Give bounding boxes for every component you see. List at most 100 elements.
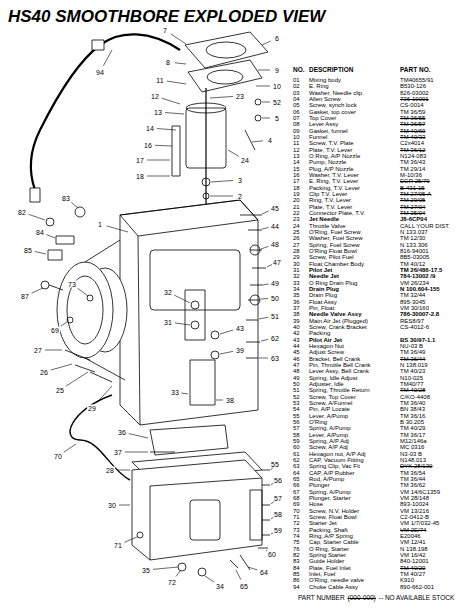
part-number: TM 36/55	[400, 115, 425, 121]
callout-number: 45	[270, 205, 280, 212]
callout-number: 65	[239, 583, 249, 590]
part-number: TM 36/44	[400, 476, 425, 482]
item-number: 26	[293, 235, 300, 241]
part-number: NU-03 B	[400, 343, 423, 349]
callout-number: 7	[162, 27, 168, 34]
part-description: Spring Starter	[309, 552, 346, 558]
leader-line	[210, 196, 233, 197]
part-description: Float Assy	[309, 299, 337, 305]
callout-number: 55	[270, 461, 280, 468]
callout-number: 69	[50, 327, 60, 334]
part-description: Pin, Float	[309, 305, 334, 311]
part-number: C2-0412-B	[400, 514, 429, 520]
part-number: TM 36/44	[400, 356, 425, 362]
leader-line	[175, 63, 186, 64]
item-number: 72	[293, 520, 300, 526]
part-number: TM 40/23	[400, 368, 425, 374]
part-description: Spring, A/Pump	[309, 425, 351, 431]
part-number: N 138.019	[400, 362, 428, 368]
leader-line	[119, 505, 130, 506]
part-description: Throttle Valve	[309, 223, 346, 229]
part-description: E. Ring, T.V. Lever	[309, 178, 358, 184]
item-number: 71	[293, 514, 300, 520]
leader-line	[262, 118, 270, 119]
part-number: TM 36/54	[400, 470, 425, 476]
part-description: Spring, Throttle Return	[309, 387, 370, 393]
part-number: 890-662-001	[400, 584, 434, 590]
part-description: Needle Jet	[309, 273, 339, 279]
stock-note: PART NUMBER(000-000)-- NO AVAILABLE STOC…	[298, 595, 454, 602]
part-number: VM 12/41	[400, 539, 426, 545]
callout-number: 18	[135, 173, 145, 180]
item-number: 15	[293, 166, 300, 172]
part-description: Top Cover	[309, 115, 336, 121]
item-number: 22	[293, 210, 300, 216]
part-number: TM 40/28	[400, 387, 425, 393]
item-number: 12	[293, 147, 300, 153]
part-description: CAP, Vacuum Fitting	[309, 457, 363, 463]
part-description: O Ring Drain Plug	[309, 280, 357, 286]
part-number: TM 36/40	[400, 400, 425, 406]
callout-number: 73	[67, 281, 77, 288]
part-number: TM 40/20	[400, 565, 425, 571]
leader-line	[259, 317, 268, 319]
leader-line	[46, 235, 55, 238]
item-number: 83	[293, 558, 300, 564]
part-description: Main Air Jet (Plugged)	[309, 318, 368, 324]
callout-number: 36	[117, 429, 127, 436]
table-header: DESCRIPTION	[309, 67, 353, 74]
callout-number: 12	[150, 93, 160, 100]
part-number: TM 12/30	[400, 235, 425, 241]
item-number: 10	[293, 134, 300, 140]
stock-note-text: PART NUMBER	[298, 595, 345, 602]
part-description: Packing, T.V. Lever	[309, 185, 360, 191]
item-number: 64	[293, 470, 300, 476]
part-description: Screw, A/Funnel	[309, 400, 352, 406]
leader-line	[262, 41, 271, 45]
callout-number: 11	[155, 77, 164, 84]
leader-line	[252, 141, 263, 142]
part-number: TM 40/29	[400, 425, 425, 431]
item-number: 45	[293, 349, 300, 355]
part-description: Screw, T.V. Plate	[309, 140, 354, 146]
item-number: 01	[293, 77, 300, 83]
part-description: Screw, synch lock	[309, 102, 357, 108]
part-number: BN 38/43	[400, 406, 425, 412]
part-number: VM 1/7/032-45	[400, 520, 439, 526]
callout-number: 13	[153, 109, 163, 116]
callout-number: 51	[270, 313, 280, 320]
leader-line	[125, 452, 148, 453]
part-number: TM 40/69	[400, 128, 425, 134]
item-number: 37	[293, 305, 300, 311]
part-description: CAP, A/P Rubber	[309, 470, 354, 476]
leader-line	[259, 358, 268, 359]
part-description: Ring, A/P Spring	[309, 533, 353, 539]
callout-number: 35	[141, 567, 151, 574]
part-number: TM 27/05-A	[400, 191, 431, 197]
callout-number: 59	[273, 527, 283, 534]
item-number: 06	[293, 109, 300, 115]
part-description: Mixing body	[309, 77, 341, 83]
leader-line	[153, 567, 178, 569]
item-number: 27	[293, 242, 300, 248]
leader-line	[31, 288, 43, 293]
callout-number: 17	[135, 157, 145, 164]
part-description: Screw, Float Bowl	[309, 514, 357, 520]
part-number: E20046	[400, 533, 421, 539]
callout-number: 38	[225, 397, 235, 404]
part-number: VM 14/6C1359	[400, 489, 440, 495]
part-number: 8B5-03005	[400, 254, 429, 260]
callout-number: 58	[273, 511, 283, 518]
item-number: 56	[293, 419, 300, 425]
part-description: E. Ring	[309, 83, 329, 89]
item-number: 76	[293, 546, 300, 552]
item-number: 73	[293, 527, 300, 533]
item-number: 40	[293, 324, 300, 330]
part-number: 816-94001	[400, 248, 429, 254]
part-number: B 30.205	[400, 419, 424, 425]
callout-number: 87	[20, 293, 30, 300]
item-number: 60	[293, 444, 300, 450]
part-number: VM 30/160	[400, 305, 429, 311]
item-number: 25	[293, 229, 300, 235]
item-number: 08	[293, 121, 300, 127]
